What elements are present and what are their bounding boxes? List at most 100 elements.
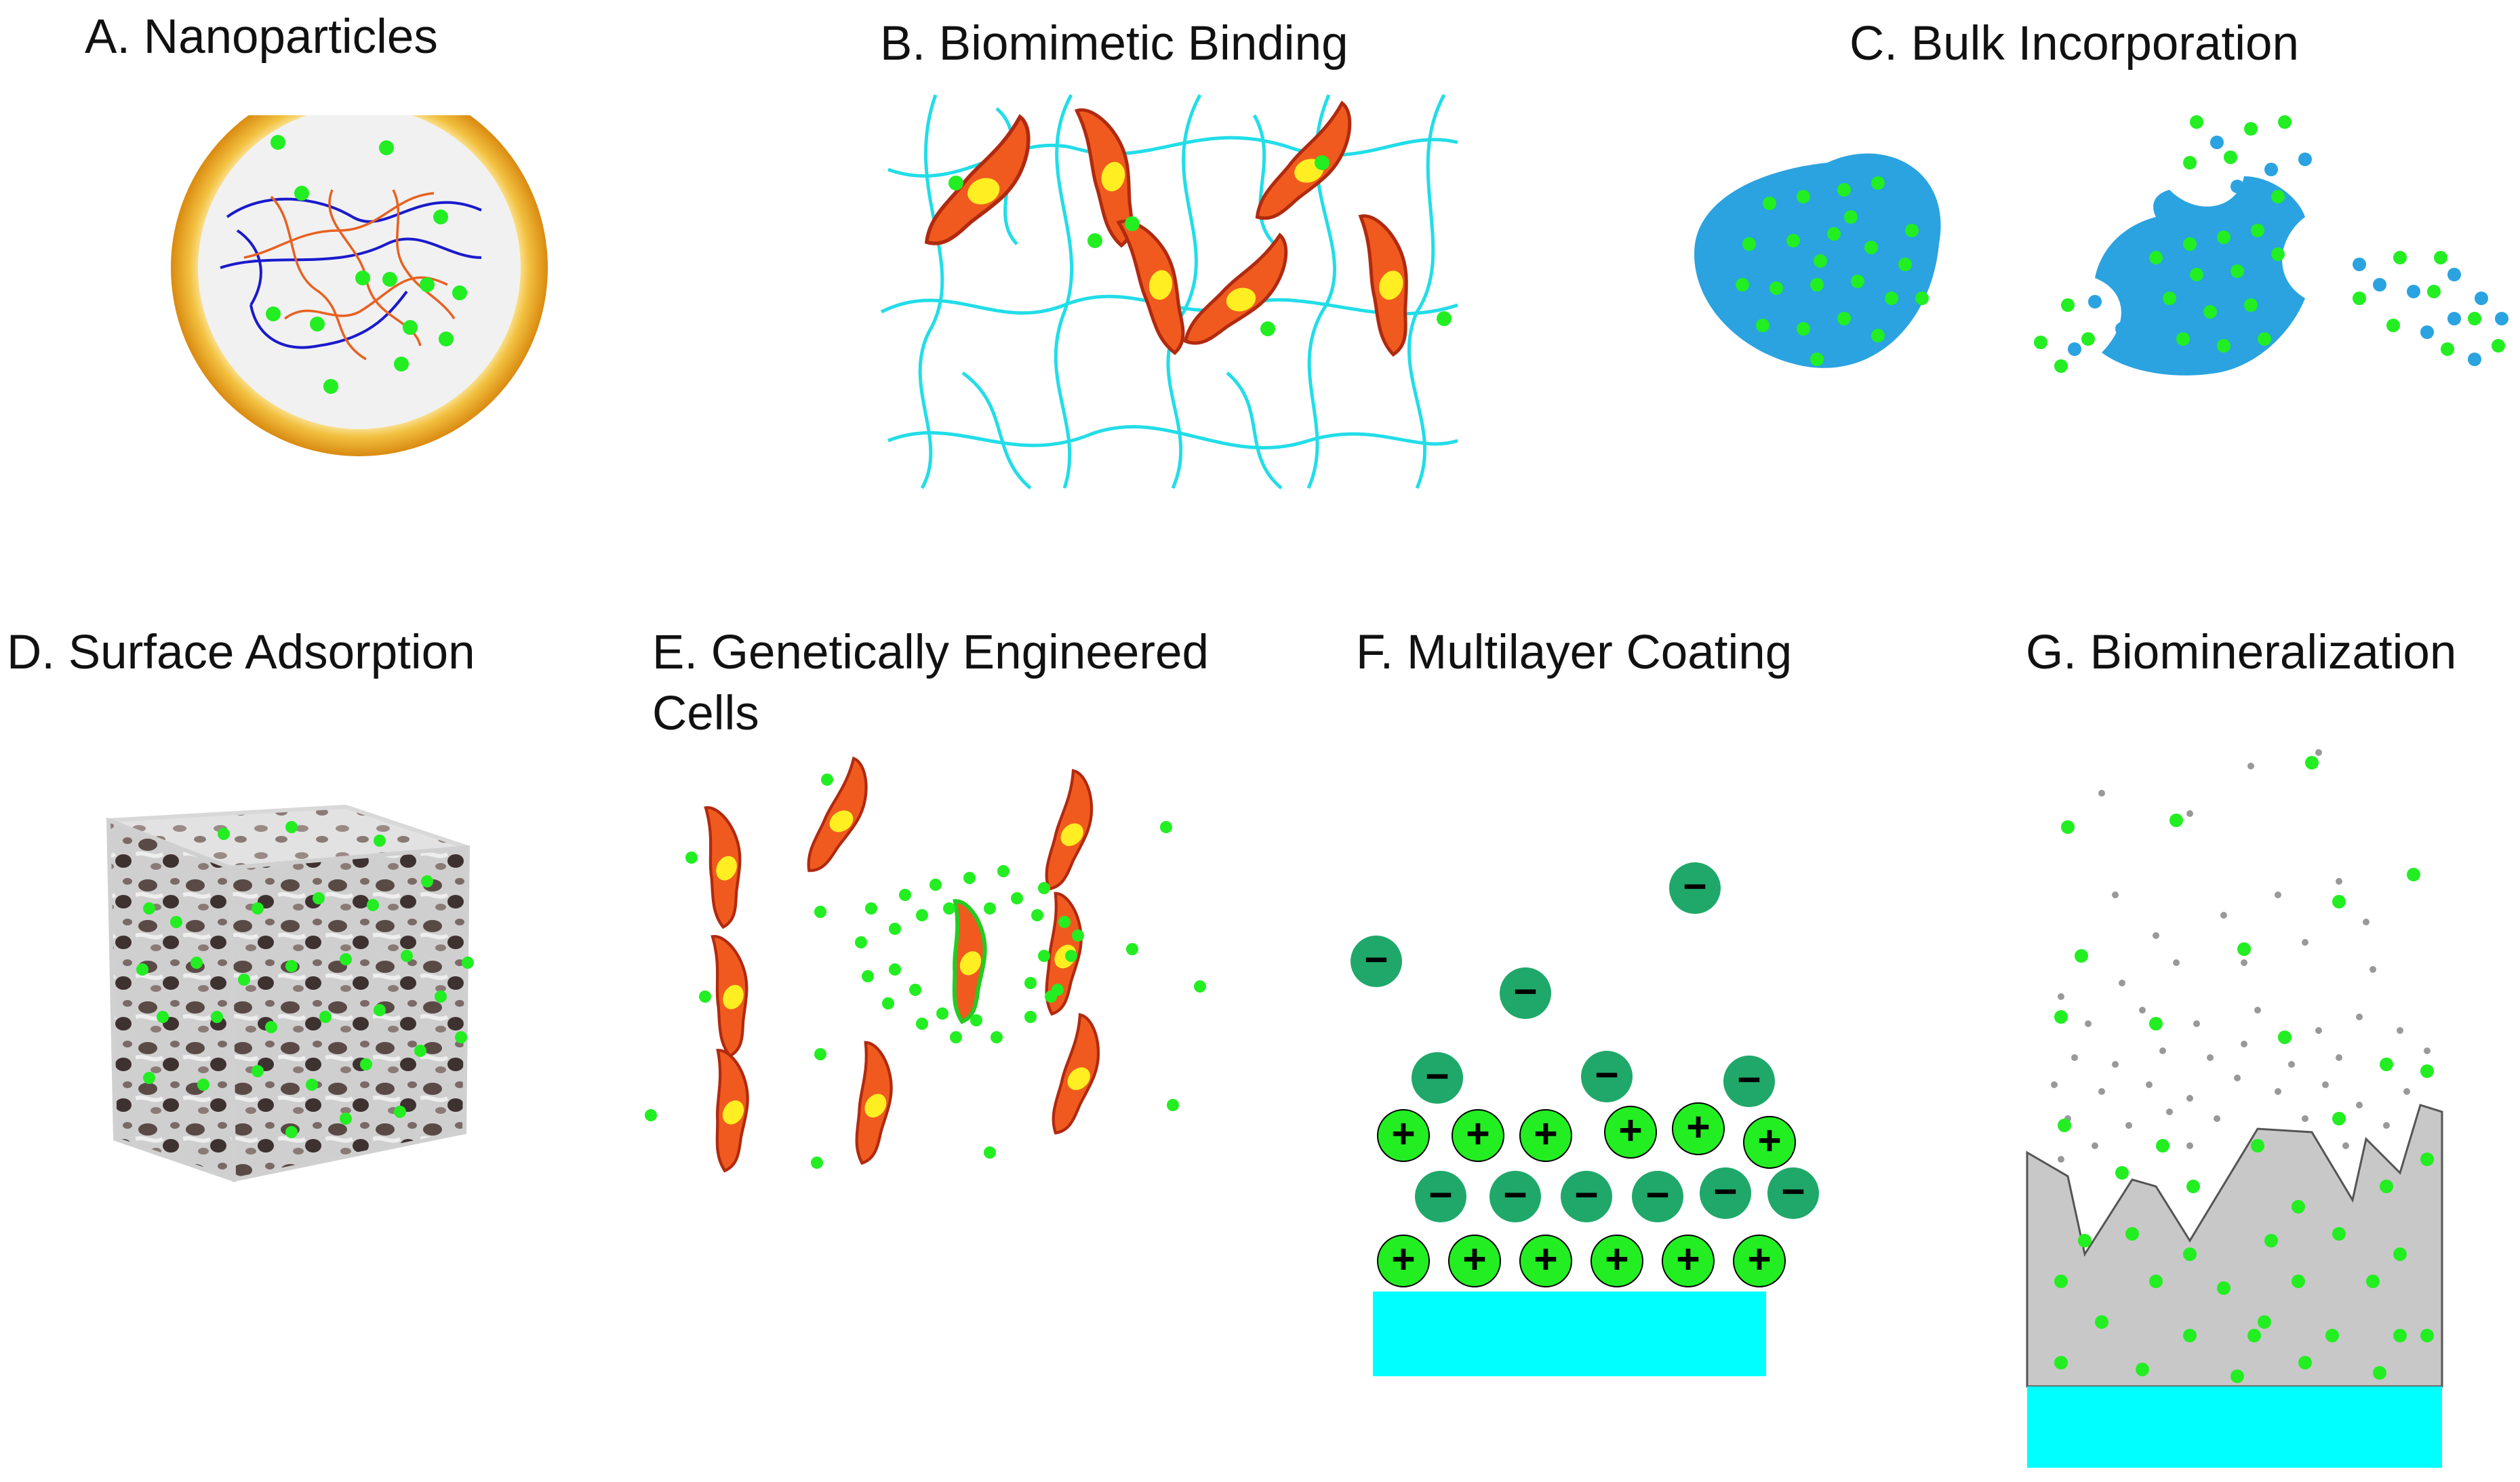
svg-text:+: + (1747, 1236, 1772, 1282)
panel-a-title: A. Nanoparticles (85, 10, 438, 64)
negative-ion: − (1632, 1171, 1683, 1222)
svg-text:−: − (1645, 1171, 1670, 1218)
cell (924, 114, 1031, 245)
positive-ion: + (1672, 1102, 1725, 1155)
panel-e-genetically-engineered-cells (637, 753, 1247, 1214)
positive-ion: + (1377, 1235, 1430, 1287)
cell (1052, 1013, 1100, 1135)
growth-factor-dots-intact (1736, 176, 1929, 366)
svg-text:−: − (1683, 863, 1707, 909)
nucleus (722, 1100, 744, 1125)
cell (704, 806, 742, 929)
positive-ion: + (1662, 1235, 1715, 1287)
mineral-layer (2026, 1104, 2443, 1388)
positive-ion: + (1377, 1109, 1430, 1162)
panel-d-title: D. Surface Adsorption (7, 626, 475, 679)
cell (807, 756, 868, 873)
cell (1074, 108, 1134, 248)
cell-layer (924, 100, 1452, 357)
growth-factor-dots (2054, 756, 2434, 1383)
svg-text:+: + (1676, 1236, 1700, 1282)
scaffold-side-face (228, 845, 471, 1182)
secreted-growth-factor-dots (645, 774, 1206, 1169)
svg-text:+: + (1618, 1107, 1643, 1153)
panel-c-bulk-incorporation (1681, 95, 2520, 434)
positive-ion: + (1743, 1116, 1796, 1169)
negative-ion: − (1500, 967, 1551, 1019)
nucleus (1379, 271, 1403, 300)
panel-f-title: F. Multilayer Coating (1356, 626, 1793, 679)
svg-text:+: + (1391, 1110, 1416, 1157)
negative-ion: − (1561, 1171, 1612, 1222)
panel-e-title-line1: E. Genetically Engineered (652, 626, 1209, 679)
positive-ion: + (1591, 1235, 1643, 1287)
growth-factor-dots (266, 135, 467, 394)
panel-a-nanoparticle (163, 115, 556, 468)
panel-d-surface-adsorption (88, 793, 495, 1200)
nucleus (716, 856, 737, 881)
svg-text:+: + (1534, 1110, 1558, 1157)
nucleus (967, 178, 1000, 205)
panel-b-biomimetic-binding (861, 88, 1471, 495)
positive-ion: + (1519, 1109, 1572, 1162)
scaffold-front-face (106, 817, 237, 1183)
svg-text:+: + (1534, 1236, 1558, 1282)
cell (855, 1041, 893, 1165)
panel-b-title: B. Biomimetic Binding (880, 17, 1348, 71)
adsorbed-growth-factor-dots (136, 821, 474, 1138)
cell (715, 1049, 749, 1173)
nucleus (864, 1094, 887, 1118)
nucleus (1067, 1067, 1090, 1090)
nucleus (829, 810, 854, 833)
svg-text:+: + (1757, 1117, 1782, 1163)
positive-ion: + (1448, 1235, 1501, 1287)
negative-ion: − (1412, 1052, 1463, 1104)
panel-g-biomineralization (2020, 739, 2454, 1471)
positive-ion: + (1733, 1235, 1786, 1287)
bound-growth-factor-dots (948, 155, 1452, 336)
svg-text:−: − (1503, 1171, 1527, 1218)
coating-substrate (1373, 1291, 1766, 1376)
negative-ion: − (1351, 936, 1402, 987)
svg-text:+: + (1391, 1236, 1416, 1282)
panel-e-title-line2: Cells (652, 687, 759, 740)
cell-layer (704, 756, 1100, 1173)
positive-ion: + (1452, 1109, 1504, 1162)
mineral-substrate (2027, 1386, 2442, 1468)
engineered-cell (952, 899, 987, 1024)
cell (1358, 214, 1408, 357)
svg-text:−: − (1428, 1171, 1453, 1218)
negative-ion: − (1489, 1171, 1541, 1222)
negative-ion: − (1581, 1051, 1633, 1102)
nucleus (1226, 287, 1256, 312)
nucleus (959, 951, 982, 976)
negative-ion: − (1700, 1167, 1751, 1219)
nucleus (1148, 270, 1173, 300)
nucleus (723, 984, 744, 1009)
polymer-fragment-dots (2068, 136, 2508, 366)
nucleus (1101, 161, 1125, 192)
panel-g-title: G. Biomineralization (2026, 626, 2457, 679)
negative-ion: − (1415, 1171, 1466, 1222)
svg-text:−: − (1513, 968, 1538, 1014)
panel-c-title: C. Bulk Incorporation (1849, 17, 2299, 71)
svg-text:−: − (1364, 936, 1388, 982)
negative-ion: − (1723, 1056, 1775, 1107)
svg-text:+: + (1466, 1110, 1490, 1157)
svg-text:−: − (1595, 1052, 1619, 1098)
svg-text:−: − (1737, 1056, 1761, 1102)
svg-text:−: − (1574, 1171, 1599, 1218)
negative-ion: − (1767, 1167, 1819, 1219)
cell (1183, 233, 1288, 345)
positive-ion: + (1604, 1106, 1657, 1159)
cell (1116, 219, 1185, 355)
cell (1045, 769, 1094, 891)
panel-f-multilayer-coating: ++++++−−−−−−++++++−−−−−− (1342, 841, 1858, 1383)
svg-text:+: + (1605, 1236, 1629, 1282)
released-growth-factor-dots (2034, 115, 2505, 373)
svg-text:+: + (1462, 1236, 1487, 1282)
positive-ion: + (1519, 1235, 1572, 1287)
cell (711, 935, 748, 1058)
cell (1255, 100, 1352, 220)
svg-text:−: − (1781, 1168, 1805, 1214)
